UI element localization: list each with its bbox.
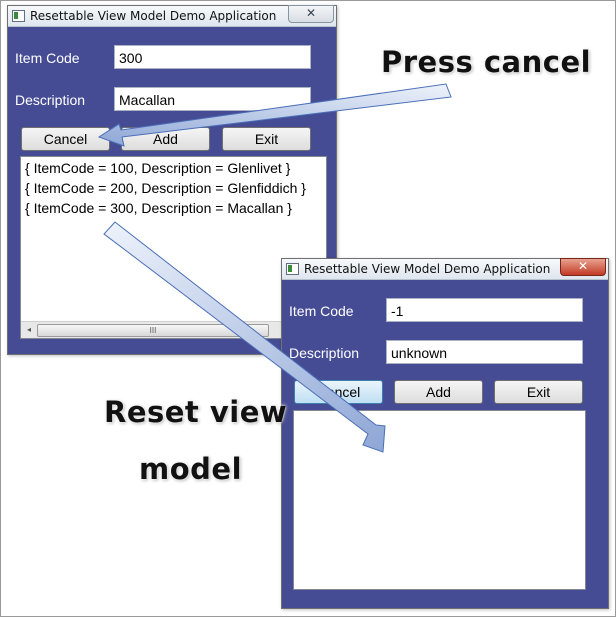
app-icon — [286, 263, 299, 275]
item-code-label: Item Code — [15, 50, 80, 66]
item-code-input[interactable]: -1 — [386, 298, 583, 322]
arrow-to-cancel-icon — [97, 83, 452, 147]
list-item[interactable]: { ItemCode = 300, Description = Macallan… — [25, 200, 292, 216]
item-code-label: Item Code — [289, 303, 354, 319]
description-input[interactable]: unknown — [386, 340, 583, 364]
title-bar[interactable]: Resettable View Model Demo Application ✕ — [8, 5, 336, 27]
items-list[interactable] — [293, 410, 586, 590]
arrow-to-reset-icon — [103, 221, 386, 453]
close-icon[interactable]: ✕ — [288, 5, 334, 23]
add-button[interactable]: Add — [394, 380, 483, 404]
scroll-thumb[interactable]: III — [37, 324, 269, 337]
cancel-button[interactable]: Cancel — [21, 127, 110, 151]
description-input[interactable]: Macallan — [114, 87, 311, 111]
description-label: Description — [289, 345, 360, 361]
exit-button[interactable]: Exit — [494, 380, 583, 404]
title-bar[interactable]: Resettable View Model Demo Application ✕ — [282, 258, 608, 280]
window-title: Resettable View Model Demo Application — [304, 262, 551, 276]
scroll-left-icon[interactable]: ◂ — [26, 325, 31, 334]
app-icon — [12, 10, 25, 22]
exit-button[interactable]: Exit — [222, 127, 311, 151]
window-after: Resettable View Model Demo Application ✕… — [281, 258, 609, 609]
item-code-input[interactable]: 300 — [114, 45, 311, 69]
description-label: Description — [15, 92, 86, 108]
press-cancel-annotation: Press cancel — [381, 45, 592, 79]
reset-model-annotation: model — [139, 452, 243, 486]
window-title: Resettable View Model Demo Application — [30, 9, 277, 23]
close-icon[interactable]: ✕ — [560, 258, 606, 276]
list-item[interactable]: { ItemCode = 100, Description = Glenlive… — [25, 160, 291, 176]
list-item[interactable]: { ItemCode = 200, Description = Glenfidd… — [25, 180, 306, 196]
reset-view-annotation: Reset view — [104, 395, 288, 429]
